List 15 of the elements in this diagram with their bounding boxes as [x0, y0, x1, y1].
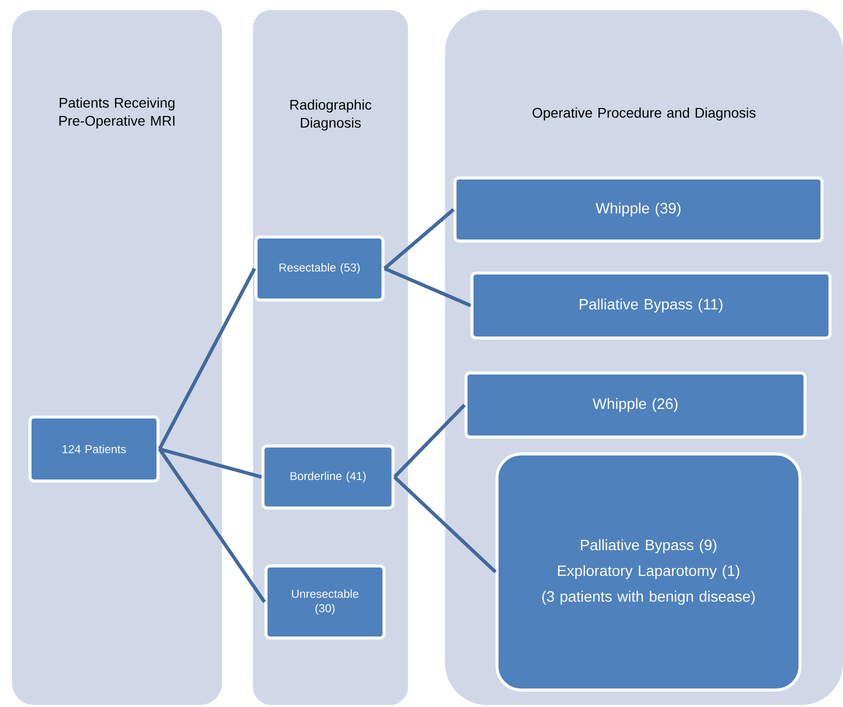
connector-line [159, 447, 262, 479]
connector-line [158, 448, 266, 603]
connector-line [393, 476, 497, 574]
process-box: 124 Patients [28, 416, 160, 482]
process-box: Palliative Bypass (9) Exploratory Laparotomy (1) (3 patients with benign disease) [496, 452, 802, 692]
process-box: Whipple (26) [464, 372, 806, 438]
connector-line [384, 266, 472, 308]
connector-line [383, 208, 455, 270]
process-box: Borderline (41) [262, 444, 394, 510]
process-box: Palliative Bypass (11) [470, 272, 832, 340]
process-box: Resectable (53) [254, 236, 384, 302]
connector-line [158, 268, 256, 450]
process-box: Whipple (39) [454, 176, 824, 242]
connector-line [393, 404, 466, 478]
process-box: Unresectable (30) [264, 564, 386, 640]
